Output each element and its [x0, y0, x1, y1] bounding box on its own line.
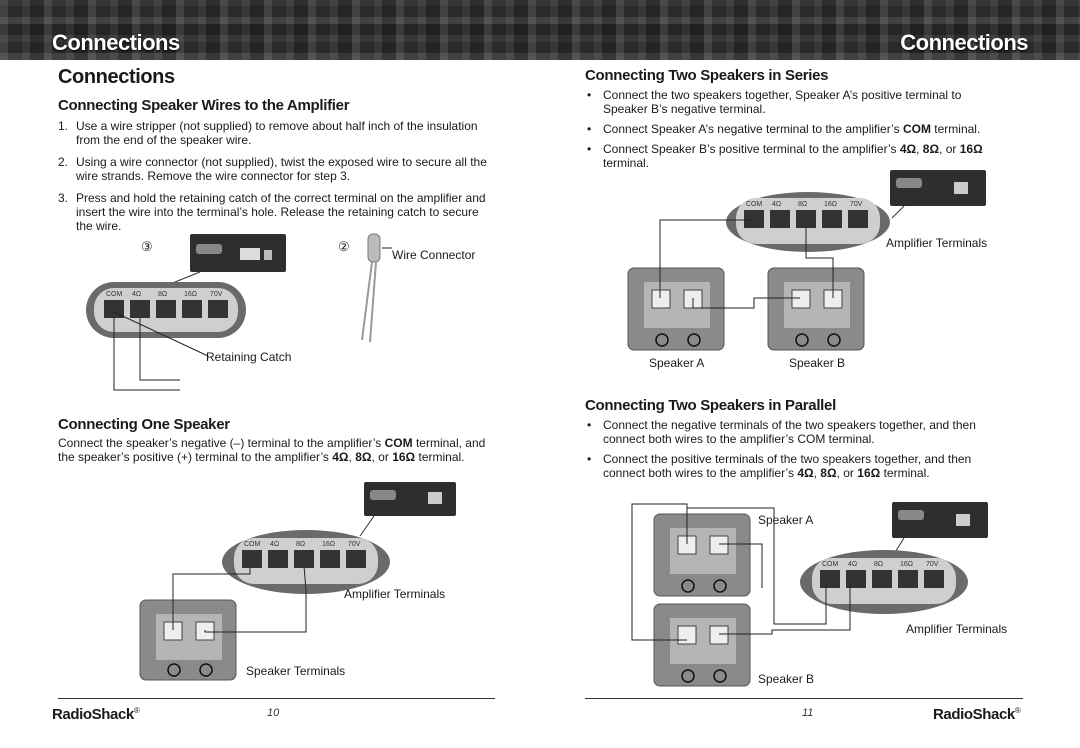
terminal-label: 70V — [850, 201, 863, 208]
terminal-label: 4Ω — [772, 201, 781, 208]
series-bullets: •Connect the two speakers together, Spea… — [585, 88, 1005, 176]
amp-terminals-label-series: Amplifier Terminals — [886, 236, 988, 250]
speaker-b-label-series: Speaker B — [789, 356, 846, 370]
parallel-bullets: •Connect the negative terminals of the t… — [585, 418, 1005, 486]
terminal-label: 8Ω — [874, 561, 883, 568]
one-speaker-text: Connect the speaker’s negative (–) termi… — [58, 436, 486, 464]
terminal-label: 16Ω — [184, 291, 197, 298]
section-title-parallel: Connecting Two Speakers in Parallel — [585, 397, 836, 414]
terminal-label: 16Ω — [824, 201, 837, 208]
header-band: Connections Connections — [0, 0, 1080, 60]
terminal-label: 4Ω — [848, 561, 857, 568]
page-number-right: 11 — [802, 707, 814, 719]
terminal-label: 16Ω — [900, 561, 913, 568]
speaker-terminals-label: Speaker Terminals — [246, 664, 346, 678]
step-item: 2.Using a wire connector (not supplied),… — [58, 155, 487, 183]
terminal-label: 16Ω — [322, 541, 335, 548]
terminal-label: 4Ω — [270, 541, 279, 548]
series-figure: COM 4Ω 8Ω 16Ω 70V — [627, 170, 986, 351]
terminal-label: COM — [746, 201, 763, 208]
header-title-left: Connections — [52, 30, 180, 55]
terminal-label: COM — [106, 291, 123, 298]
terminal-label: 4Ω — [132, 291, 141, 298]
speaker-a-label-series: Speaker A — [649, 356, 705, 370]
one-speaker-figure: COM 4Ω 8Ω 16Ω 70V — [139, 482, 456, 681]
terminal-label: COM — [822, 561, 839, 568]
speaker-b-label-parallel: Speaker B — [758, 672, 815, 686]
terminal-label: 8Ω — [296, 541, 305, 548]
amplifier-wire-figure: COM 4Ω 8Ω 16Ω 70V — [86, 233, 392, 391]
wire-connector-label: Wire Connector — [392, 248, 476, 262]
callout-3: ③ — [141, 239, 153, 254]
section-title-one-speaker: Connecting One Speaker — [58, 416, 230, 433]
section-title-wires: Connecting Speaker Wires to the Amplifie… — [58, 97, 350, 114]
parallel-figure: COM 4Ω 8Ω 16Ω 70V — [631, 502, 988, 687]
section-title-series: Connecting Two Speakers in Series — [585, 67, 829, 84]
page-title: Connections — [58, 66, 175, 88]
terminal-label: 70V — [926, 561, 939, 568]
list-item: •Connect the positive terminals of the t… — [587, 452, 972, 480]
callout-2: ② — [338, 239, 350, 254]
list-item: •Connect Speaker A’s negative terminal t… — [587, 122, 981, 136]
terminal-label: COM — [244, 541, 261, 548]
terminal-label: 8Ω — [798, 201, 807, 208]
terminal-label: 8Ω — [158, 291, 167, 298]
amp-terminals-label-parallel: Amplifier Terminals — [906, 622, 1008, 636]
speaker-a-label-parallel: Speaker A — [758, 513, 814, 527]
page-number-left: 10 — [267, 707, 280, 719]
header-title-right: Connections — [900, 30, 1028, 55]
step-item: 3.Press and hold the retaining catch of … — [58, 191, 486, 233]
footer-rule-left — [58, 698, 495, 699]
amp-terminals-label-left: Amplifier Terminals — [344, 587, 446, 601]
steps-list: 1.Use a wire stripper (not supplied) to … — [58, 119, 488, 241]
retaining-catch-label: Retaining Catch — [206, 350, 292, 364]
radioshack-logo-right: RadioShack® — [933, 706, 1021, 723]
list-item: •Connect the two speakers together, Spea… — [587, 88, 962, 116]
list-item: •Connect the negative terminals of the t… — [587, 418, 976, 446]
step-item: 1.Use a wire stripper (not supplied) to … — [58, 119, 478, 147]
list-item: •Connect Speaker B’s positive terminal t… — [587, 142, 983, 170]
footer-rule-right — [585, 698, 1023, 699]
terminal-label: 70V — [348, 541, 361, 548]
terminal-label: 70V — [210, 291, 223, 298]
radioshack-logo-left: RadioShack® — [52, 706, 140, 723]
